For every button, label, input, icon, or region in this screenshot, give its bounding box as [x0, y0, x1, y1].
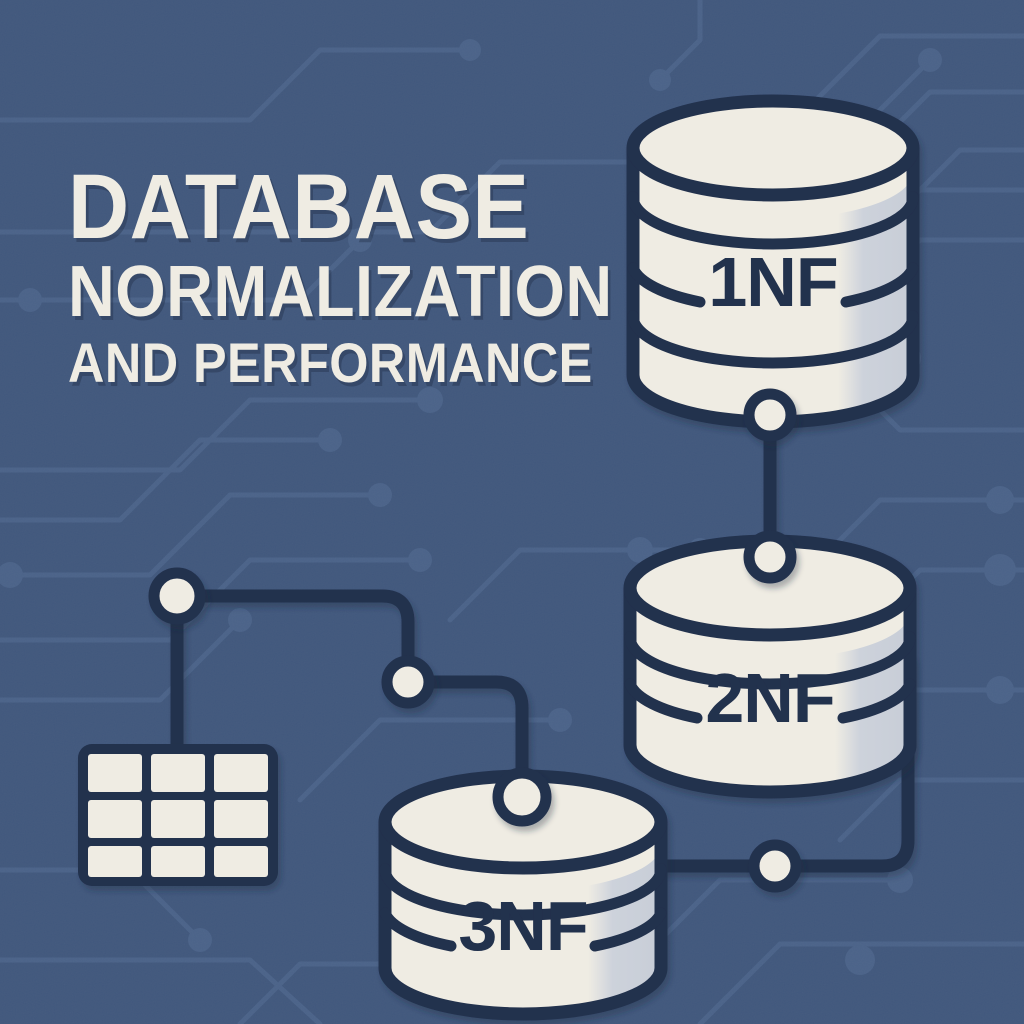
table-grid-cells: [88, 754, 268, 877]
title-line-3: AND PERFORMANCE: [68, 331, 593, 395]
title-line-1: DATABASE: [68, 156, 530, 258]
cylinder-3nf-label: 3NF: [458, 887, 587, 965]
cylinder-1nf[interactable]: 1NF: [626, 94, 928, 440]
node-table-top[interactable]: [148, 567, 206, 625]
node-2nf-top[interactable]: [743, 530, 797, 584]
node-3nf-top[interactable]: [492, 767, 552, 827]
cylinder-1nf-label: 1NF: [708, 243, 837, 321]
poster-title-block: DATABASE NORMALIZATION AND PERFORMANCE: [68, 156, 668, 395]
node-1nf-bottom[interactable]: [743, 388, 797, 442]
node-junction-mid[interactable]: [381, 655, 435, 709]
cylinder-2nf-label: 2NF: [705, 659, 834, 737]
title-line-2: NORMALIZATION: [68, 252, 613, 333]
connector-node-to-junction: [170, 589, 415, 689]
node-junction-right[interactable]: [748, 839, 802, 893]
table-grid-icon[interactable]: [78, 744, 278, 886]
